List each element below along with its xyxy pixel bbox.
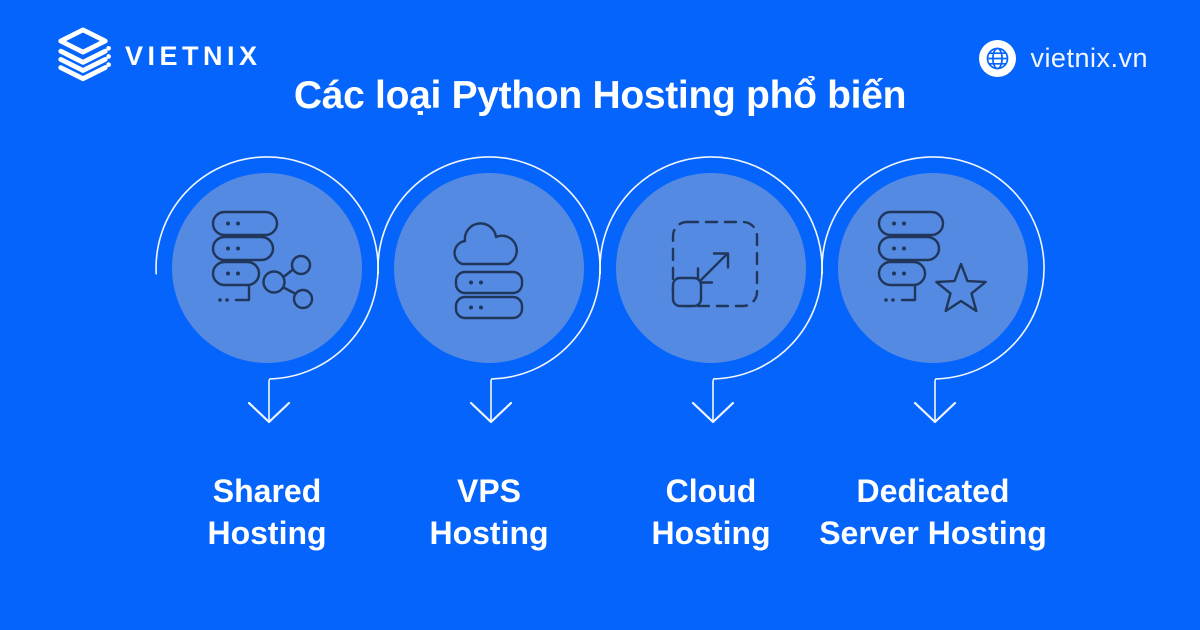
website-url: vietnix.vn: [1030, 43, 1148, 73]
vietnix-logo: VIETNIX: [54, 26, 262, 86]
hosting-circle: [172, 173, 362, 363]
label-line: Dedicated: [856, 473, 1010, 509]
server-share-icon: [211, 210, 314, 310]
website-badge: vietnix.vn: [979, 40, 1148, 77]
globe-icon: [979, 40, 1017, 77]
hosting-item-cloud: [591, 150, 831, 445]
down-arrow-icon: [247, 401, 291, 424]
ring-arrow-tail: [599, 156, 823, 421]
label-line: Hosting: [207, 515, 327, 551]
label-cloud-hosting: Cloud Hosting: [571, 470, 851, 554]
label-line: Cloud: [665, 473, 757, 509]
down-arrow-icon: [469, 401, 513, 424]
ring-arrow-tail: [377, 156, 601, 421]
label-vps-hosting: VPS Hosting: [349, 470, 629, 554]
hosting-item-dedicated: [813, 150, 1053, 445]
hosting-circle: [394, 173, 584, 363]
hosting-circle: [616, 173, 806, 363]
label-shared-hosting: Shared Hosting: [127, 470, 407, 554]
label-line: VPS: [456, 473, 522, 509]
hosting-item-shared: [147, 150, 387, 445]
expand-scale-icon: [671, 220, 759, 308]
hosting-circle: [838, 173, 1028, 363]
hosting-item-vps: [369, 150, 609, 445]
label-dedicated-server-hosting: Dedicated Server Hosting: [793, 470, 1073, 554]
label-line: Hosting: [651, 515, 771, 551]
label-line: Hosting: [429, 515, 549, 551]
server-star-icon: [877, 210, 987, 313]
logo-wordmark: VIETNIX: [125, 40, 262, 71]
ring-arrow-tail: [155, 156, 379, 421]
down-arrow-icon: [913, 401, 957, 424]
layer-stack-icon: [58, 27, 111, 82]
ring-arrow-tail: [821, 156, 1045, 421]
cloud-server-icon: [453, 222, 524, 320]
page-title: Các loại Python Hosting phổ biến: [293, 74, 907, 117]
label-line: Server Hosting: [819, 515, 1047, 551]
down-arrow-icon: [691, 401, 735, 424]
label-line: Shared: [212, 473, 322, 509]
